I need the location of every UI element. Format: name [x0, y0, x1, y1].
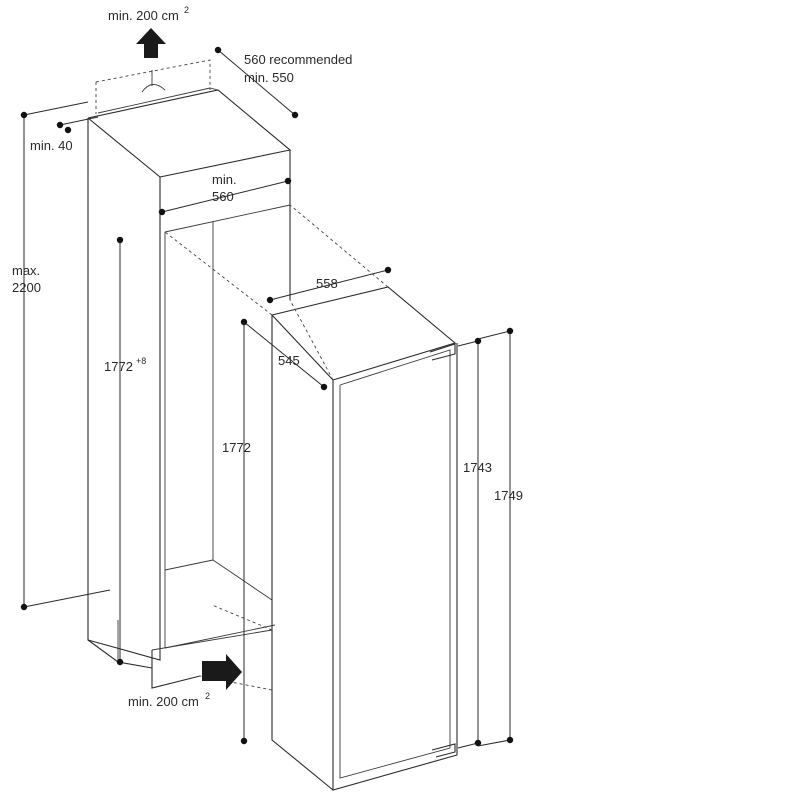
dimension-labels: min. 200 cm 2 560 recommended min. 550 m…	[12, 5, 523, 709]
depth-recommended-label: 560 recommended	[244, 52, 352, 67]
appliance-height-left-label: 1772	[222, 440, 251, 455]
appliance-depth-label: 545	[278, 353, 300, 368]
niche-height-label: 1772	[104, 359, 133, 374]
niche-width-label-2: 560	[212, 189, 234, 204]
top-gap-label: min. 40	[30, 138, 73, 153]
appliance-body	[164, 204, 458, 791]
max-height-label-1: max.	[12, 263, 40, 278]
dimension-lines	[20, 46, 514, 749]
niche-height-sup: +8	[136, 356, 146, 366]
max-height-label-2: 2200	[12, 280, 41, 295]
niche-width-label-1: min.	[212, 172, 237, 187]
vent-top-label: min. 200 cm	[108, 8, 179, 23]
vent-bottom-sup: 2	[205, 691, 210, 701]
appliance-width-label: 558	[316, 276, 338, 291]
total-height-label: 1749	[494, 488, 523, 503]
door-height-label: 1743	[463, 460, 492, 475]
cabinet-niche	[87, 59, 292, 689]
vent-top-sup: 2	[184, 5, 189, 15]
vent-bottom-label: min. 200 cm	[128, 694, 199, 709]
depth-min-label: min. 550	[244, 70, 294, 85]
airflow-in-arrow-icon	[202, 654, 242, 690]
airflow-up-arrow-icon	[136, 28, 166, 58]
